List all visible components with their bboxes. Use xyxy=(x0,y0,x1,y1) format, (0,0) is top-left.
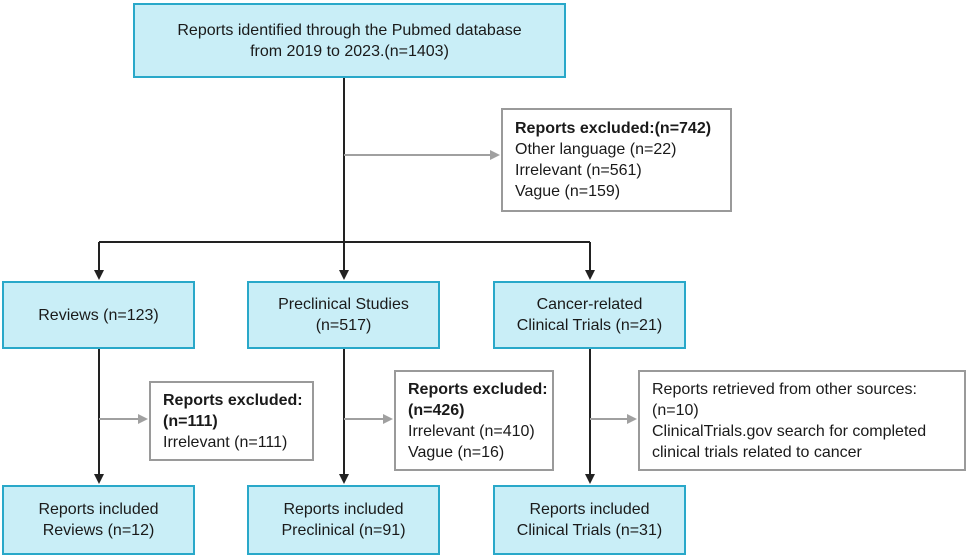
included-reviews-box: Reports included Reviews (n=12) xyxy=(2,485,195,555)
excluded-reviews-title-1: Reports excluded: xyxy=(163,391,303,409)
excluded-main-line-3: Vague (n=159) xyxy=(515,183,621,200)
identified-box: Reports identified through the Pubmed da… xyxy=(133,3,566,78)
other-sources-box: Reports retrieved from other sources: (n… xyxy=(638,370,966,471)
included-preclinical-line-2: Preclinical (n=91) xyxy=(281,522,406,539)
preclinical-box: Preclinical Studies (n=517) xyxy=(247,281,440,349)
identified-line-2: from 2019 to 2023.(n=1403) xyxy=(250,42,449,60)
excluded-preclinical-title-1: Reports excluded: xyxy=(408,380,548,398)
other-sources-line-2: (n=10) xyxy=(652,401,699,419)
clinical-line-2: Clinical Trials (n=21) xyxy=(516,317,663,334)
excluded-reviews-title-2: (n=111) xyxy=(163,412,218,430)
reviews-line-1: Reviews (n=123) xyxy=(38,306,159,324)
included-preclinical-line-1: Reports included xyxy=(283,501,404,518)
included-reviews-line-2: Reviews (n=12) xyxy=(42,522,155,539)
excluded-preclinical-line-2: Vague (n=16) xyxy=(408,443,505,461)
preclinical-line-1: Preclinical Studies xyxy=(278,296,409,313)
included-clinical-line-1: Reports included xyxy=(529,501,650,518)
included-clinical-line-2: Clinical Trials (n=31) xyxy=(516,522,663,539)
preclinical-line-2: (n=517) xyxy=(315,317,372,334)
excluded-main-box: Reports excluded:(n=742) Other language … xyxy=(501,108,732,212)
excluded-preclinical-title-2: (n=426) xyxy=(408,401,465,419)
included-preclinical-box: Reports included Preclinical (n=91) xyxy=(247,485,440,555)
excluded-main-title: Reports excluded:(n=742) xyxy=(515,120,712,137)
excluded-main-line-1: Other language (n=22) xyxy=(515,141,677,158)
other-sources-line-3: ClinicalTrials.gov search for completed xyxy=(652,422,927,440)
included-reviews-line-1: Reports included xyxy=(38,501,159,518)
excluded-preclinical-box: Reports excluded: (n=426) Irrelevant (n=… xyxy=(394,370,554,471)
excluded-reviews-box: Reports excluded: (n=111) Irrelevant (n=… xyxy=(149,381,314,461)
other-sources-line-4: clinical trials related to cancer xyxy=(652,443,862,461)
reviews-box: Reviews (n=123) xyxy=(2,281,195,349)
clinical-box: Cancer-related Clinical Trials (n=21) xyxy=(493,281,686,349)
excluded-preclinical-line-1: Irrelevant (n=410) xyxy=(408,422,535,440)
excluded-reviews-line-1: Irrelevant (n=111) xyxy=(163,433,288,451)
clinical-line-1: Cancer-related xyxy=(536,296,643,313)
excluded-main-line-2: Irrelevant (n=561) xyxy=(515,162,642,179)
included-clinical-box: Reports included Clinical Trials (n=31) xyxy=(493,485,686,555)
identified-line-1: Reports identified through the Pubmed da… xyxy=(177,21,522,39)
other-sources-line-1: Reports retrieved from other sources: xyxy=(652,380,917,398)
